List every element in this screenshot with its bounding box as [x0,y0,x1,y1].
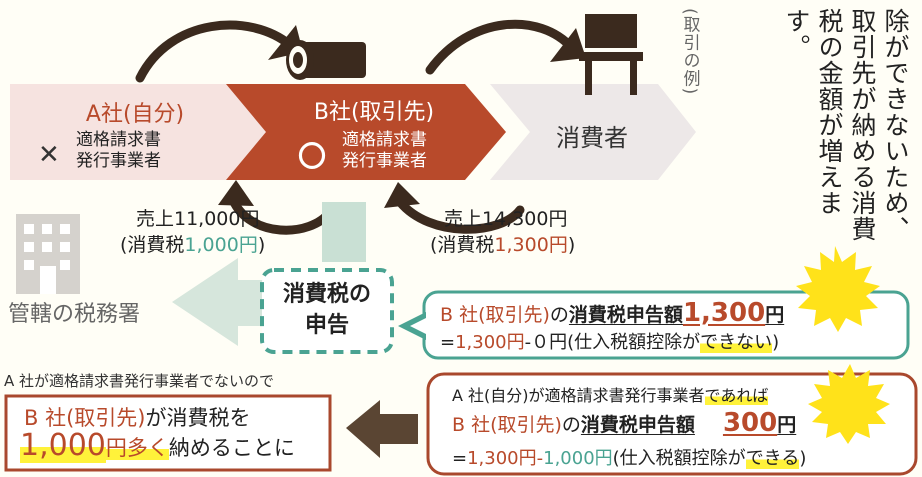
a-company-chevron [10,84,277,180]
curve-arrow-a-to-b [135,20,295,83]
curve-arrow-c-to-b [395,197,525,234]
b-company-mark: 〇 [298,140,327,173]
example-label: (取引の例) [679,8,700,96]
b-company-name: B社(取引先) [313,100,435,125]
red-box-line3: =1,300円-1,000円(仕入税額控除ができる) [452,448,807,469]
a-company-mark: ✕ [38,140,60,170]
declaration-label: 消費税の 申告 [282,282,371,338]
b-company-block: B社(取引先) [284,94,464,126]
tax-office-label: 管轄の税務署 [8,302,141,327]
b-company-status: 適格請求書 発行事業者 [342,130,427,172]
curve-arrow-b-to-c-head [550,28,586,62]
a-company-status: 適格請求書 発行事業者 [76,130,161,172]
a-company-block: A社(自分) [40,96,230,128]
green-box-line1: B 社(取引先)の消費税申告額1,300円 [440,298,785,328]
condition-note: A 社が適格請求書発行事業者でないので [4,372,275,390]
declaration-box [260,268,394,354]
chair-icon [579,14,643,95]
starburst-300 [808,364,890,444]
building-icon [16,214,80,294]
red-box-line1: A 社(自分)が適格請求書発行事業者であれば [452,386,769,405]
curve-arrow-c-to-b-head [384,182,420,208]
curve-arrow-b-to-c [425,19,577,75]
declaration-stem [322,202,366,262]
a-company-name: A社(自分) [85,102,185,127]
log-icon [286,40,366,80]
result-line2: 1,000円多く納めることに [20,428,295,463]
sales-a-to-b-amount: 売上11,000円 [136,208,260,230]
curve-arrow-b-to-a [228,195,335,235]
curve-arrow-b-to-a-head [218,180,254,206]
consumer-chevron [490,84,696,180]
side-note: 除ができないため、取引先が納める消費税の金額が増えます。 [782,8,910,242]
sales-a-to-b-tax: (消費税1,000円) [120,234,266,256]
starburst-1300 [796,246,880,332]
green-box-line2: =1,300円-０円(仕入税額控除ができない) [440,332,780,353]
result-line1: B 社(取引先)が消費税を [24,406,251,430]
result-arrow [346,400,418,458]
sales-b-to-c-tax: (消費税1,300円) [430,234,576,256]
b-company-chevron [226,84,506,180]
consumer-label: 消費者 [556,124,628,152]
sales-b-to-c-amount: 売上14,300円 [444,208,568,230]
